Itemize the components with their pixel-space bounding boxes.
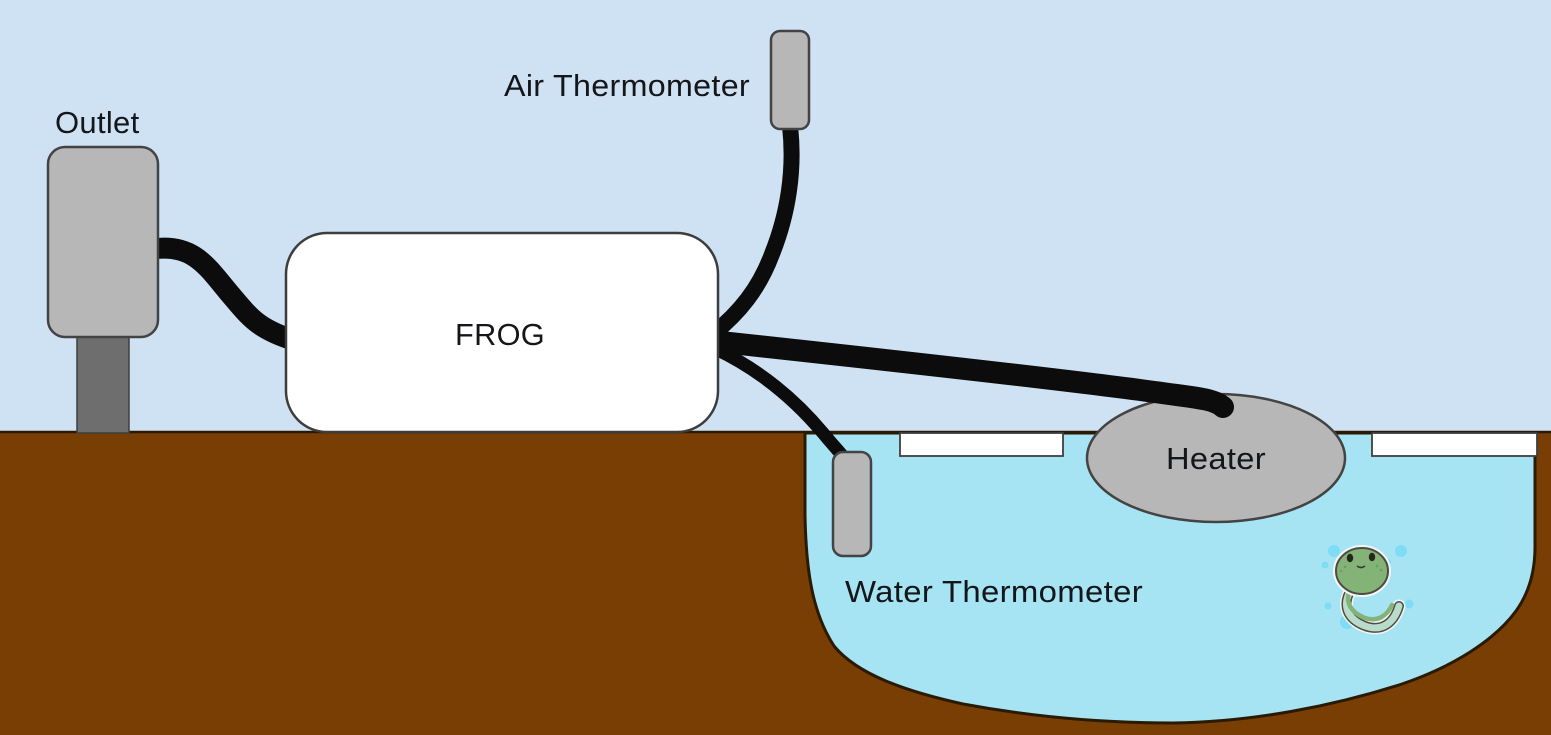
surface-marker-right <box>1371 432 1538 457</box>
tadpole-mouth <box>1356 565 1366 569</box>
tadpole-body-halo <box>1333 545 1391 597</box>
bubble <box>1321 561 1329 569</box>
tadpole-tail-top <box>1345 584 1395 622</box>
bubble <box>1328 545 1340 557</box>
outlet-box <box>46 145 160 339</box>
tadpole-freckle <box>1339 569 1343 573</box>
outlet-cable <box>142 237 304 351</box>
pond-water <box>803 431 1537 725</box>
water-thermometer-label: Water Thermometer <box>845 574 1143 609</box>
tadpole <box>1321 545 1414 635</box>
outlet-post <box>76 333 130 434</box>
heater-label: Heater <box>1166 441 1266 476</box>
air-thermometer-label: Air Thermometer <box>504 68 750 103</box>
tadpole-freckle <box>1375 564 1379 568</box>
bubble <box>1395 545 1407 557</box>
tadpole-eye-left <box>1346 553 1354 563</box>
air-thermometer-cable <box>705 118 800 342</box>
frog-label: FROG <box>455 317 545 352</box>
surface-marker-left <box>899 432 1064 457</box>
frog-device-box <box>284 231 720 434</box>
bubble <box>1404 599 1414 609</box>
air-thermometer-sensor <box>769 29 811 131</box>
bubble <box>1324 602 1332 610</box>
tadpole-freckle <box>1343 565 1347 569</box>
tadpole-freckle <box>1379 568 1383 572</box>
heater-cable <box>701 330 1234 418</box>
water-thermometer-sensor <box>831 450 873 558</box>
outlet-label: Outlet <box>55 105 140 140</box>
tadpole-eye-right <box>1368 552 1376 562</box>
